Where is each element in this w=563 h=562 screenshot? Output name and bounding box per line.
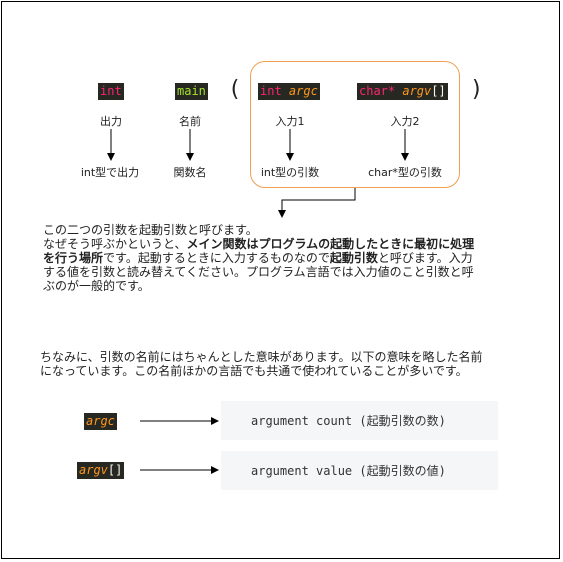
explanation-line-2: なぜそう呼ぶかというと、メイン関数はプログラムの起動したときに最初に処理 — [43, 237, 475, 251]
argv-meaning-text: argument value (起動引数の値) — [251, 464, 446, 478]
argc-meaning-code: argc — [84, 413, 117, 430]
argc-type: int — [260, 84, 282, 98]
explanation-paragraph: この二つの引数を起動引数と呼びます。 なぜそう呼ぶかというと、メイン関数はプログ… — [43, 223, 474, 293]
argc-meaning-name: argc — [86, 414, 115, 428]
close-paren: ) — [470, 77, 484, 102]
naming-line-1: ちなみに、引数の名前にはちゃんとした意味があります。以下の意味を略した名前 — [40, 350, 483, 364]
output-label: 出力 — [100, 115, 122, 128]
return-type-code: int — [98, 83, 124, 100]
explanation-line-5: ぶのが一般的です。 — [43, 279, 150, 293]
argc-name: argc — [288, 84, 318, 98]
argv-meaning-name: argv — [79, 463, 108, 477]
explanation-line-4: する値を引数と読み替えてください。プログラム言語では入力値のこと引数と呼 — [43, 265, 474, 279]
explanation-line-3: を行う場所です。起動するときに入力するものなので起動引数と呼びます。入力 — [43, 251, 473, 265]
argv-brackets: [] — [431, 84, 446, 98]
input1-label: 入力1 — [275, 115, 305, 128]
argc-code: int argc — [258, 83, 320, 100]
naming-paragraph: ちなみに、引数の名前にはちゃんとした意味があります。以下の意味を略した名前 にな… — [40, 350, 482, 378]
argc-meaning-box: argument count (起動引数の数) — [221, 401, 498, 440]
input2-label: 入力2 — [390, 115, 420, 128]
explanation-line-1: この二つの引数を起動引数と呼びます。 — [43, 223, 258, 237]
group-to-text-arrow — [278, 188, 356, 218]
argv-meaning-code: argv[] — [77, 462, 125, 479]
naming-line-2: になっています。この名前ほかの言語でも共通で使われていることが多いです。 — [40, 364, 468, 378]
function-name-code: main — [175, 83, 208, 100]
name-label: 名前 — [179, 115, 201, 128]
argv-type: char* — [359, 84, 396, 98]
function-name: main — [177, 84, 206, 98]
argv-name: argv — [402, 84, 432, 98]
name-description: 関数名 — [173, 166, 207, 179]
open-paren: ( — [228, 77, 242, 102]
return-type-keyword: int — [100, 84, 122, 98]
argv-meaning-box: argument value (起動引数の値) — [221, 451, 498, 490]
input1-description: int型の引数 — [260, 166, 320, 179]
output-description: int型で出力 — [80, 166, 140, 179]
argc-meaning-text: argument count (起動引数の数) — [251, 414, 446, 428]
arguments-group-box — [250, 61, 460, 188]
argv-code: char* argv[] — [357, 83, 448, 100]
input2-description: char*型の引数 — [368, 166, 442, 179]
